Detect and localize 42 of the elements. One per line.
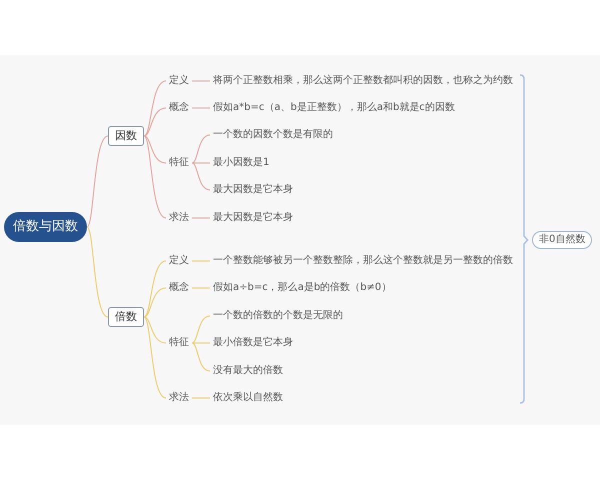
branch-line (192, 134, 210, 164)
leaf-text: 没有最大的倍数 (210, 364, 286, 378)
branch-line (144, 80, 166, 136)
branch-label: 定义 (166, 74, 192, 88)
branch-label: 特征 (166, 156, 192, 170)
branch-line (86, 136, 108, 228)
branch-line (144, 260, 166, 318)
leaf-text: 最小倍数是它本身 (210, 336, 296, 350)
branch-line (192, 162, 210, 190)
branch-line (86, 226, 108, 318)
leaf-text: 最大因数是它本身 (210, 183, 296, 197)
branch-line (144, 136, 166, 218)
leaf-text: 最大因数是它本身 (210, 211, 296, 225)
leaf-text: 一个数的倍数的个数是无限的 (210, 309, 346, 323)
central-topic: 倍数与因数 (4, 212, 87, 242)
leaf-text: 一个数的因数个数是有限的 (210, 128, 336, 142)
leaf-text: 一个整数能够被另一个整数整除，那么这个整数就是另一整数的倍数 (210, 254, 516, 268)
branch-label: 概念 (166, 101, 192, 115)
leaf-text: 最小因数是1 (210, 156, 272, 170)
branch-line (192, 342, 210, 344)
leaf-text: 假如a*b=c（a、b是正整数），那么a和b就是c的因数 (210, 101, 458, 115)
topic-node: 因数 (108, 126, 144, 146)
branch-line (144, 316, 166, 398)
branch-line (192, 162, 210, 164)
leaf-text: 将两个正整数相乘，那么这两个正整数都叫积的因数，也称之为约数 (210, 74, 516, 88)
branch-line (192, 316, 210, 344)
branch-line (144, 316, 166, 344)
branch-line (144, 136, 166, 164)
branch-line (144, 288, 166, 318)
branch-label: 定义 (166, 254, 192, 268)
branch-line (192, 80, 210, 82)
branch-line (192, 260, 210, 262)
branch-label: 求法 (166, 391, 192, 405)
leaf-text: 依次乘以自然数 (210, 391, 286, 405)
summary-node: 非0自然数 (532, 231, 592, 249)
branch-label: 求法 (166, 211, 192, 225)
topic-node: 倍数 (108, 307, 144, 327)
branch-label: 特征 (166, 336, 192, 350)
branch-label: 概念 (166, 281, 192, 295)
branch-line (144, 108, 166, 136)
branch-line (192, 342, 210, 372)
leaf-text: 假如a÷b=c，那么a是b的倍数（b≠0） (210, 281, 394, 295)
